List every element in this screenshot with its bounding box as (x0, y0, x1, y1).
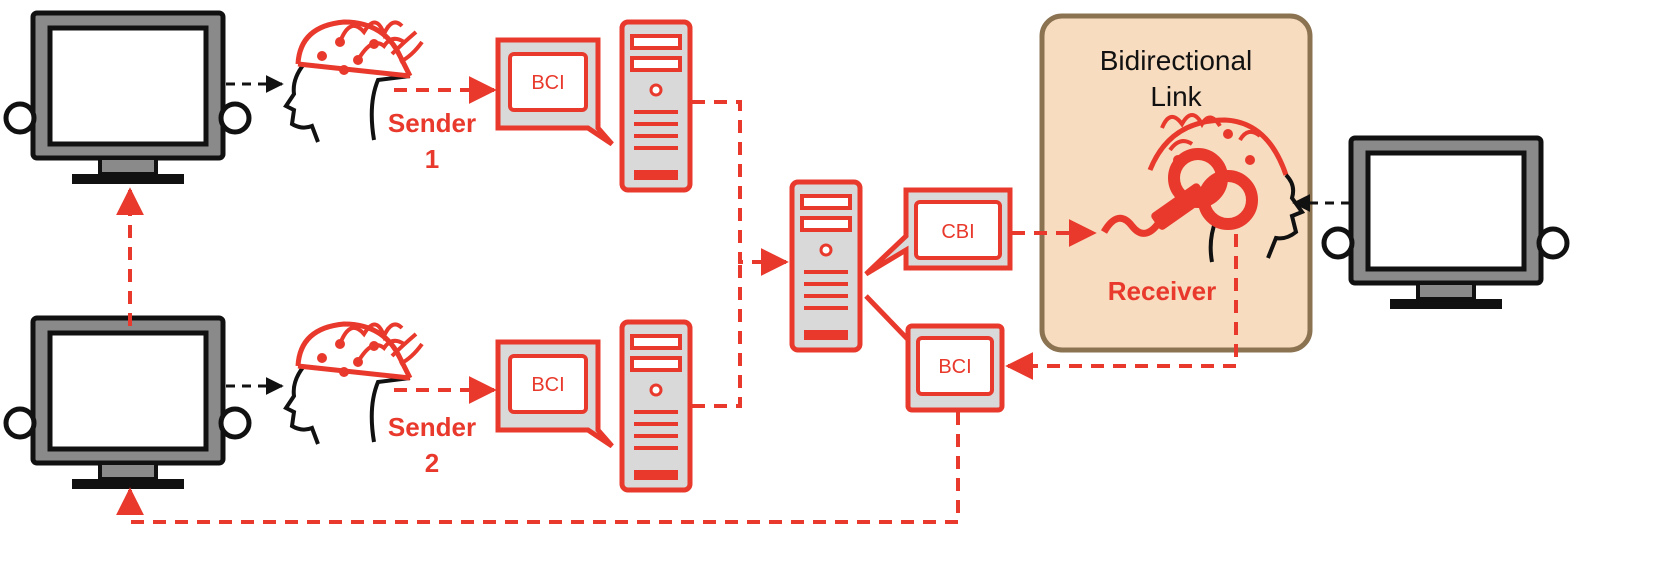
sender-2-bci-box: BCI (495, 339, 614, 449)
sender-1-bci-label: BCI (531, 72, 564, 94)
sender-2-bci-label: BCI (531, 374, 564, 396)
cbi-label: CBI (941, 221, 974, 243)
tower-2-to-hub-line (692, 262, 742, 408)
tower-1-to-hub-arrow (692, 100, 789, 276)
link-panel-title-line2: Link (1150, 81, 1202, 112)
sender-1-bci-box: BCI (495, 37, 614, 147)
link-panel-title-line1: Bidirectional (1100, 45, 1253, 76)
cbi-box: CBI (864, 187, 1013, 277)
sender-1-computer-tower-icon (622, 22, 690, 190)
receiver-label: Receiver (1108, 276, 1216, 306)
sender-1-monitor-icon (6, 13, 249, 184)
sender-2-computer-tower-icon (622, 322, 690, 490)
sender-2-label: Sender (388, 412, 476, 442)
hub-bci-box: BCI (905, 323, 1005, 413)
hub-computer-tower-icon (792, 182, 860, 350)
receiver-monitor-icon (1324, 138, 1567, 309)
sender-1-number: 1 (425, 144, 439, 174)
sender-2-monitor-icon (6, 318, 249, 489)
sender-2-number: 2 (425, 448, 439, 478)
hub-bci-feedback-arrow (116, 412, 960, 524)
receiver-tms-head-icon (1100, 113, 1306, 263)
receiver-to-hub-bci-arrow (1005, 234, 1238, 380)
sender-1-label: Sender (388, 108, 476, 138)
hub-bci-label: BCI (938, 356, 971, 378)
